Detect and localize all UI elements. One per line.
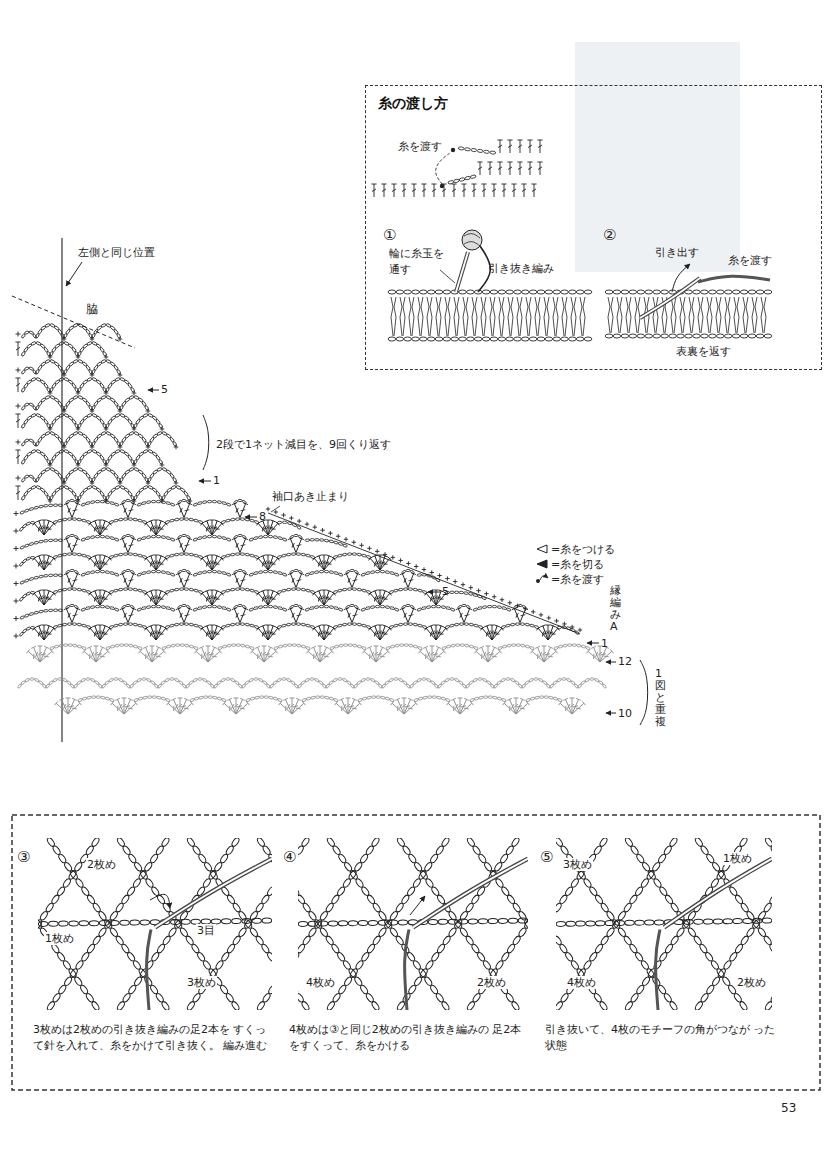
- page: 糸の渡し方糸を渡す①輪に糸玉を 通す引き抜き編み②引き出す糸を渡す表裏を返す左側…: [0, 0, 827, 1169]
